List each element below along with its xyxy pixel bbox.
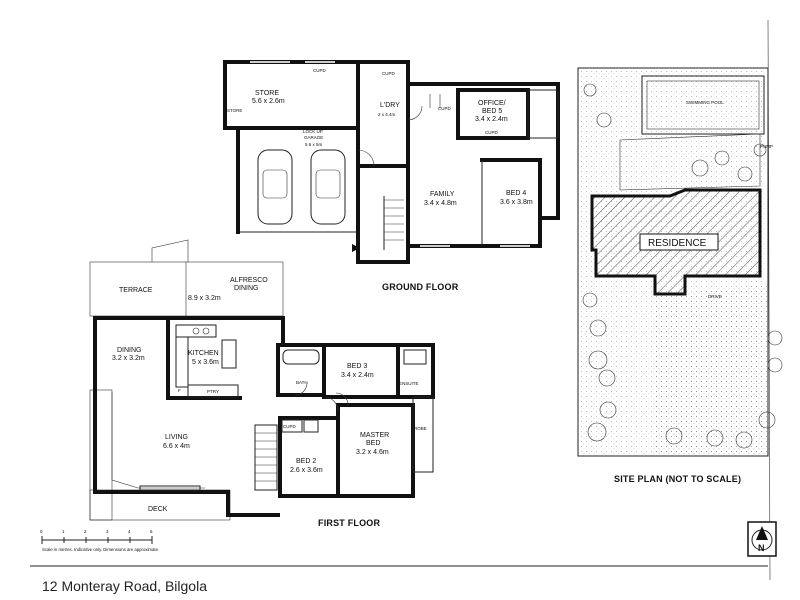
kitchen-label: KITCHEN (188, 350, 219, 357)
pantry-label: PTRY (207, 389, 219, 394)
bed3-room (322, 343, 400, 399)
residence-label: RESIDENCE (648, 238, 707, 249)
cupd-top-label: CUPD (313, 68, 327, 73)
laundry-dim: 2 x 4.4m (378, 112, 396, 117)
cupd-family-label: CUPD (438, 106, 452, 111)
swimming-pool (641, 75, 765, 135)
robe-label: ROBE (414, 426, 427, 431)
bed4-dim: 3.6 x 3.8m (500, 199, 533, 206)
dining-label: DINING (117, 347, 142, 354)
north-arrow-icon (747, 521, 777, 557)
property-address: 12 Monteray Road, Bilgola (42, 578, 207, 594)
scale-note: Scale in metres. Indicative only. Dimens… (42, 547, 159, 552)
office-dim: 3.4 x 2.4m (475, 116, 508, 123)
cupd-first-label: CUPD (283, 424, 297, 429)
cupd-laundry-label: CUPD (382, 71, 396, 76)
living-walls (93, 316, 280, 517)
scale-tick-0: 0 (40, 529, 43, 534)
living-label: LIVING (165, 434, 188, 441)
garage-label-2: GARAGE (304, 135, 323, 140)
bath-room (276, 343, 326, 397)
bed2-room (278, 416, 340, 498)
bed4-label: BED 4 (506, 190, 526, 197)
cupd-office-label: CUPD (485, 130, 499, 135)
alfresco-label-1: ALFRESCO (230, 277, 268, 284)
scale-tick-2: 2 (84, 529, 87, 534)
car-left (257, 149, 293, 225)
car-right (310, 149, 346, 225)
stairs (254, 424, 278, 491)
deck-area (89, 489, 231, 521)
site-plan (577, 67, 783, 457)
first-floor-plan (89, 239, 435, 521)
fridge-label: F (178, 388, 181, 393)
robe (412, 396, 434, 473)
laundry-label: L'DRY (380, 102, 400, 109)
kitchen-dim: 5 x 3.6m (192, 359, 219, 366)
terrace-label: TERRACE (119, 287, 153, 294)
alfresco-label-2: DINING (234, 285, 259, 292)
pool-label: SWIMMING POOL (686, 100, 724, 105)
family-dim: 3.4 x 4.8m (424, 200, 457, 207)
alfresco-dim: 8.9 x 3.2m (188, 295, 221, 302)
scale-bar (41, 536, 153, 544)
first-floor-title: FIRST FLOOR (318, 518, 380, 528)
garage-dim: 5.6 x 5m (305, 142, 323, 147)
ground-floor-title: GROUND FLOOR (382, 282, 459, 292)
scale-tick-4: 4 (128, 529, 131, 534)
ground-floor-plan (223, 60, 560, 264)
bed2-label: BED 2 (296, 458, 316, 465)
store-dim: 5.6 x 2.6m (252, 98, 285, 105)
north-label: N (758, 543, 765, 553)
bed3-dim: 3.4 x 2.4m (341, 372, 374, 379)
bath-label: BATH (296, 380, 308, 385)
bed3-label: BED 3 (347, 363, 367, 370)
master-label-2: BED (366, 440, 380, 447)
office-label-2: BED 5 (482, 108, 502, 115)
drive-label: DRIVE (708, 294, 722, 299)
pump-label: PUMP (760, 144, 773, 149)
master-label-1: MASTER (360, 432, 389, 439)
scale-tick-5: 5 (150, 529, 153, 534)
dining-dim: 3.2 x 3.2m (112, 355, 145, 362)
store-room (223, 60, 360, 130)
store-label: STORE (255, 90, 279, 97)
bed2-dim: 2.6 x 3.6m (290, 467, 323, 474)
store-side-label: STORE (227, 108, 242, 113)
site-plan-title: SITE PLAN (NOT TO SCALE) (614, 474, 741, 484)
garage-label-1: LOCK UP (303, 129, 323, 134)
stair-hall (356, 164, 410, 264)
scale-tick-1: 1 (62, 529, 65, 534)
office-label-1: OFFICE/ (478, 100, 506, 107)
living-dim: 6.6 x 4m (163, 443, 190, 450)
family-label: FAMILY (430, 191, 455, 198)
ensuite-room (396, 343, 435, 399)
scale-tick-3: 3 (106, 529, 109, 534)
deck-label: DECK (148, 506, 168, 513)
master-dim: 3.2 x 4.6m (356, 449, 389, 456)
ensuite-label: ENSUITE (399, 381, 419, 386)
